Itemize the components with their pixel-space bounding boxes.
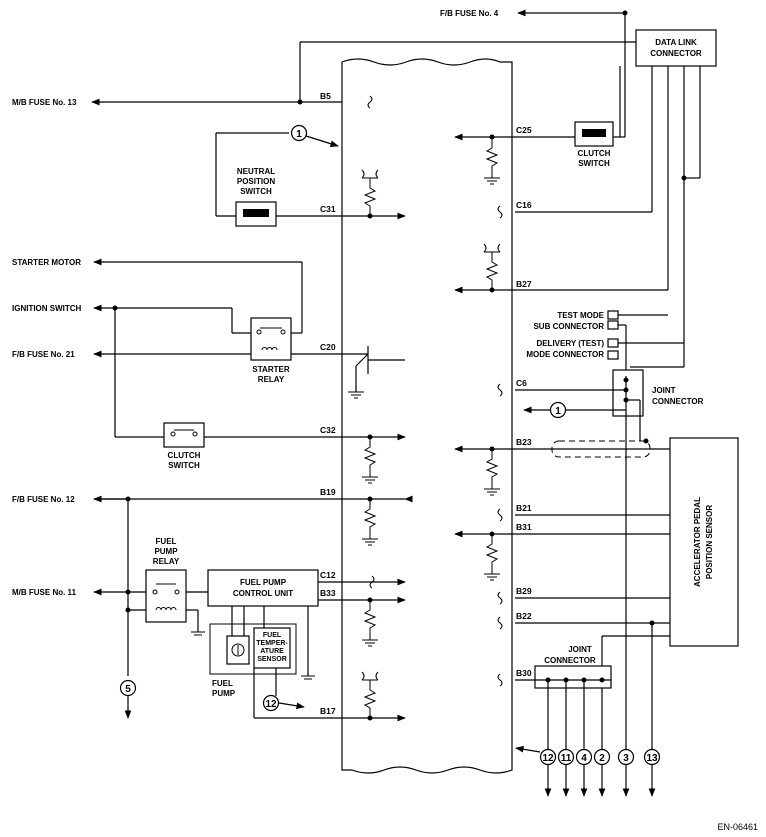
svg-text:FUEL: FUEL (212, 679, 233, 688)
ref-marker-1-right (549, 401, 567, 419)
svg-text:CLUTCH: CLUTCH (168, 451, 201, 460)
ref-marker-13 (643, 748, 661, 766)
joint-connector-bottom (534, 665, 612, 689)
svg-text:STARTER: STARTER (252, 365, 289, 374)
svg-text:B33: B33 (320, 588, 336, 598)
svg-text:SUB CONNECTOR: SUB CONNECTOR (533, 322, 604, 331)
mb-fuse-13-label: M/B FUSE No. 13 (12, 98, 77, 107)
svg-text:12: 12 (265, 699, 277, 710)
svg-text:1: 1 (555, 406, 561, 417)
starter-relay (250, 317, 292, 361)
svg-text:C6: C6 (516, 378, 527, 388)
svg-text:JOINT: JOINT (568, 645, 592, 654)
svg-text:C20: C20 (320, 342, 336, 352)
svg-text:B17: B17 (320, 706, 336, 716)
svg-text:DELIVERY (TEST): DELIVERY (TEST) (536, 339, 604, 348)
svg-text:CLUTCH: CLUTCH (578, 149, 611, 158)
fuel-pump-box (209, 623, 297, 675)
svg-text:RELAY: RELAY (258, 375, 285, 384)
ref-marker-3 (617, 748, 635, 766)
svg-text:ACCELERATOR PEDAL: ACCELERATOR PEDAL (693, 497, 702, 587)
ref-marker-4 (575, 748, 593, 766)
fuel-pump-relay (145, 569, 187, 623)
svg-text:13: 13 (646, 753, 658, 764)
figure-code: EN-06461 (717, 822, 758, 832)
test-mode-connector (607, 310, 619, 320)
svg-text:2: 2 (599, 753, 605, 764)
svg-text:12: 12 (542, 753, 554, 764)
ref-marker-12-bottom (539, 748, 557, 766)
svg-text:DATA LINK: DATA LINK (655, 38, 697, 47)
svg-text:1: 1 (296, 129, 302, 140)
svg-text:NEUTRAL: NEUTRAL (237, 167, 275, 176)
svg-text:4: 4 (581, 753, 587, 764)
svg-text:CONNECTOR: CONNECTOR (544, 656, 596, 665)
delivery-mode-connector (607, 338, 619, 348)
svg-text:B31: B31 (516, 522, 532, 532)
svg-text:3: 3 (623, 753, 629, 764)
ref-marker-2 (593, 748, 611, 766)
svg-text:C12: C12 (320, 570, 336, 580)
svg-text:B23: B23 (516, 437, 532, 447)
fb-fuse-12-label: F/B FUSE No. 12 (12, 495, 75, 504)
svg-text:CONTROL UNIT: CONTROL UNIT (233, 589, 293, 598)
svg-text:MODE CONNECTOR: MODE CONNECTOR (526, 350, 604, 359)
svg-text:TEMPER-: TEMPER- (256, 640, 288, 647)
ref-marker-12-left (262, 694, 280, 712)
svg-text:11: 11 (561, 753, 572, 764)
ref-marker-11 (557, 748, 575, 766)
svg-text:B19: B19 (320, 487, 336, 497)
svg-text:CONNECTOR: CONNECTOR (650, 49, 702, 58)
joint-connector-right (612, 369, 644, 417)
svg-text:PUMP: PUMP (154, 547, 178, 556)
svg-text:ATURE: ATURE (260, 648, 284, 655)
svg-text:RELAY: RELAY (153, 557, 180, 566)
fb-fuse-21-label: F/B FUSE No. 21 (12, 350, 75, 359)
fuel-pump-control-unit (207, 569, 319, 607)
clutch-switch-left (163, 422, 205, 448)
svg-text:B22: B22 (516, 611, 532, 621)
svg-text:B29: B29 (516, 586, 532, 596)
svg-text:5: 5 (125, 684, 131, 695)
svg-text:TEST MODE: TEST MODE (557, 311, 604, 320)
svg-text:POSITION SENSOR: POSITION SENSOR (705, 505, 714, 579)
svg-text:C16: C16 (516, 200, 532, 210)
accelerator-pedal-position-sensor (669, 437, 739, 647)
svg-text:SENSOR: SENSOR (257, 656, 287, 663)
svg-text:SWITCH: SWITCH (578, 159, 610, 168)
svg-text:CONNECTOR: CONNECTOR (652, 397, 704, 406)
ignition-switch-label: IGNITION SWITCH (12, 304, 82, 313)
shield (551, 440, 651, 458)
svg-text:SWITCH: SWITCH (240, 187, 272, 196)
fuel-pump-motor-icon (231, 643, 245, 657)
svg-text:FUEL PUMP: FUEL PUMP (240, 578, 287, 587)
svg-text:SWITCH: SWITCH (168, 461, 200, 470)
ecm-body (341, 58, 513, 774)
svg-text:B27: B27 (516, 279, 532, 289)
svg-text:POSITION: POSITION (237, 177, 275, 186)
svg-text:JOINT: JOINT (652, 386, 676, 395)
svg-text:PUMP: PUMP (212, 689, 236, 698)
fb-fuse-4-label: F/B FUSE No. 4 (440, 9, 499, 18)
ref-marker-5 (119, 679, 137, 697)
svg-text:FUEL: FUEL (156, 537, 177, 546)
svg-text:C31: C31 (320, 204, 336, 214)
starter-motor-label: STARTER MOTOR (12, 258, 81, 267)
svg-text:C32: C32 (320, 425, 336, 435)
svg-text:B30: B30 (516, 668, 532, 678)
ref-marker-1 (290, 124, 308, 142)
fuel-temperature-sensor (253, 627, 291, 669)
svg-text:FUEL: FUEL (263, 632, 282, 639)
data-link-connector (635, 29, 717, 67)
svg-text:B5: B5 (320, 91, 331, 101)
svg-text:C25: C25 (516, 125, 532, 135)
mb-fuse-11-label: M/B FUSE No. 11 (12, 588, 77, 597)
svg-text:B21: B21 (516, 503, 532, 513)
